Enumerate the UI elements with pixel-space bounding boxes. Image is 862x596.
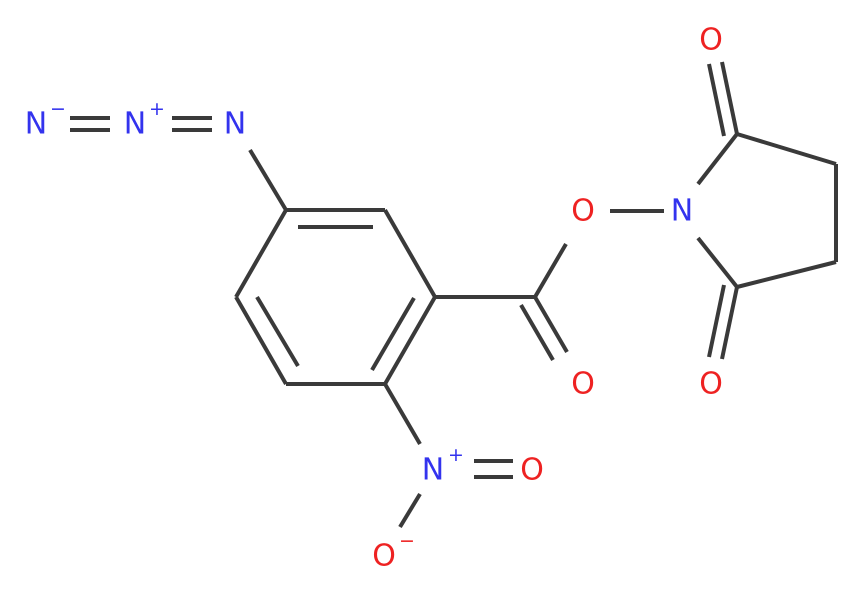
bond-ring-c5-c6 [234,296,288,385]
atom-label-carbonyl-o: O [571,367,595,402]
atom-labels: N − N + N N + O O − O O N O O [25,23,723,574]
atom-label-imide-o-top: O [699,23,723,58]
atom-label-nitro-o-single: O [372,539,396,574]
bond-ring-nitro [383,382,422,446]
bond-c-bottom-o-b [707,284,726,358]
bond-carbonyl-ester-o [533,242,568,299]
atom-label-imide-n: N [671,194,693,229]
bond-ring-c5-c6-inner [255,295,300,368]
bond-ring-c6-c1 [234,209,288,298]
bond-ring-c3-c4-inner [370,296,416,372]
bond-nitro-o-single [398,492,422,529]
bond-c-top-o-b [707,63,726,137]
charge-nitro-o-single: − [399,530,415,552]
bond-n-c-top [696,132,739,186]
bond-carbonyl-o-b [519,303,555,362]
bond-c-top-ch2 [736,132,837,166]
atom-label-azide-n-attached: N [224,107,246,142]
bond-c-top-o-a [720,61,739,135]
bond-ch2-c-bottom [736,260,837,289]
bonds [70,61,838,529]
atom-label-nitro-n: N [422,453,444,488]
atom-label-imide-o-bottom: O [699,367,723,402]
atom-label-azide-n-central: N [124,107,146,142]
bond-ring-c2-c3 [383,209,437,298]
bond-carbonyl-o-a [533,295,569,354]
atom-label-nitro-o-double: O [520,453,544,488]
bond-c-bottom-o-a [720,286,739,360]
bond-ring-c3-c4 [383,296,437,385]
atom-label-ester-o: O [571,194,595,229]
charge-nitro-n: + [448,444,464,466]
charge-azide-n-terminal: − [50,98,66,120]
charge-azide-n-central: + [149,98,165,120]
atom-label-azide-n-terminal: N [25,107,47,142]
bond-azide-n-ring [248,148,288,212]
bond-n-c-bottom [696,236,739,289]
